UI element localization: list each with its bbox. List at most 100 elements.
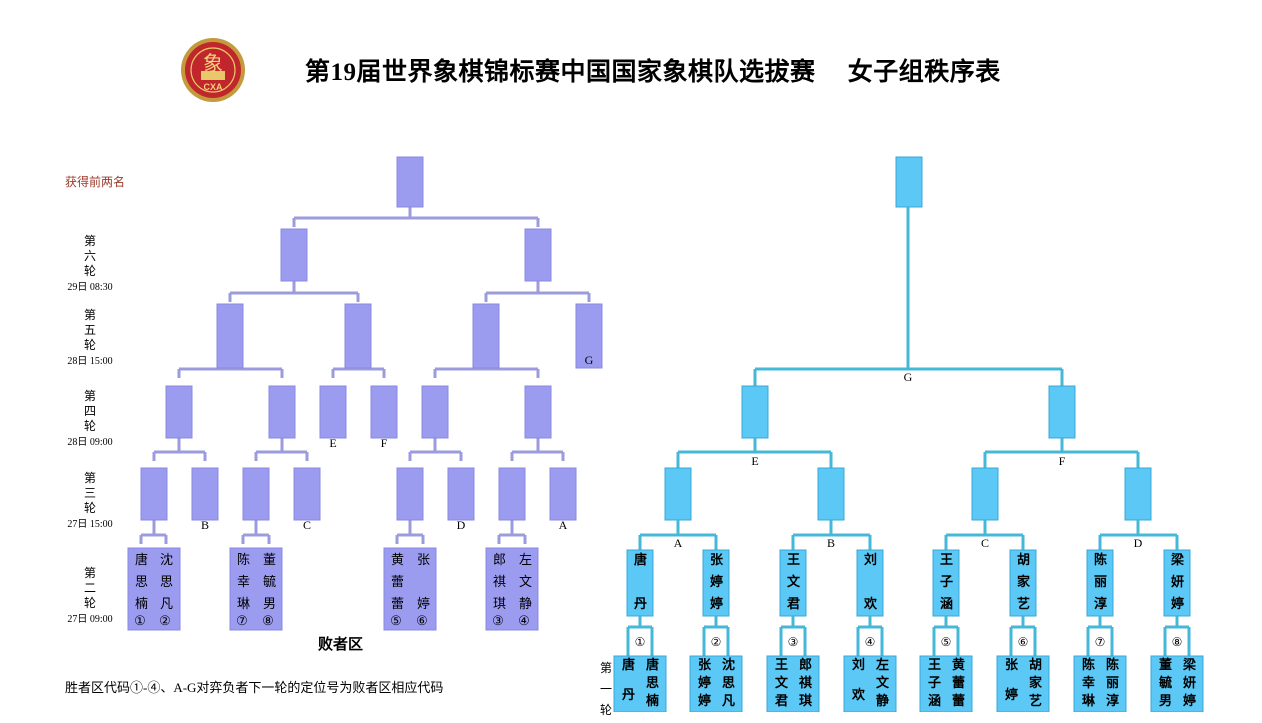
player-code: ⑥ [416, 613, 428, 628]
round-time: 27日 09:00 [67, 614, 113, 625]
entry-code-label: A [559, 518, 568, 532]
loser-bracket-caption: 败者区 [318, 637, 364, 653]
winner-r1-slot [856, 549, 884, 617]
player-code: ② [159, 613, 171, 628]
winner-r1-slot [932, 549, 960, 617]
round1-code-label: ① [635, 635, 646, 649]
round1-code-label: ⑦ [1095, 635, 1106, 649]
player-code: ⑦ [236, 613, 248, 628]
round3-slot [242, 467, 270, 521]
final-slot [895, 156, 923, 208]
player-name: 沈思凡 [160, 552, 174, 611]
winner-code-label: F [1059, 454, 1066, 468]
round3-slot [140, 467, 168, 521]
player-name: 张婷 [417, 552, 431, 611]
round1-pair [843, 655, 897, 712]
round-label: 第四轮 28日 09:00 [62, 388, 118, 451]
round1-winner-name: 王文君 [787, 552, 801, 611]
round4-slot [421, 385, 449, 439]
round5-slot [216, 303, 244, 369]
round1-code-label: ③ [788, 635, 799, 649]
round-name: 第五轮 [83, 308, 96, 352]
round-time: 29日 08:30 [67, 282, 113, 293]
round2-group [127, 547, 181, 631]
round4-slot [165, 385, 193, 439]
round-name: 第三轮 [83, 471, 96, 515]
winner-code-label: D [1134, 536, 1143, 550]
round6-slot [524, 228, 552, 282]
winner-r1-slot [1009, 549, 1037, 617]
player-code: ③ [492, 613, 504, 628]
round5-slot [575, 303, 603, 369]
round1-pair [1073, 655, 1127, 712]
round3-slot [498, 467, 526, 521]
logo-char: 象 [203, 51, 223, 75]
footnote: 胜者区代码①-④、A-G对弈负者下一轮的定位号为败者区相应代码 [65, 680, 444, 695]
winner-code-label: A [674, 536, 683, 550]
round1-code-label: ⑤ [941, 635, 952, 649]
entry-code-label: B [201, 518, 209, 532]
round3-slot [447, 467, 475, 521]
round1-code-label: ⑧ [1172, 635, 1183, 649]
winner-r2-slot [971, 467, 999, 521]
cxa-logo-icon: 象 CXA [181, 38, 245, 102]
round1-code-label: ② [711, 635, 722, 649]
round-time: 28日 09:00 [67, 437, 113, 448]
player-name: 左文静 [519, 552, 533, 611]
final-slot [396, 156, 424, 208]
round-name: 第四轮 [83, 389, 96, 433]
round1-player-name: 王文君 [775, 657, 789, 708]
winner-code-label: G [904, 370, 913, 384]
entry-code-label: G [585, 353, 594, 367]
round2-group [383, 547, 437, 631]
logo-text: CXA [203, 82, 223, 92]
player-name: 唐思楠 [135, 552, 149, 611]
round1-player-name: 刘欢 [852, 657, 866, 702]
round1-winner-name: 陈丽淳 [1094, 552, 1108, 611]
round2-group [229, 547, 283, 631]
winner-r1-slot [626, 549, 654, 617]
page-title: 第19届世界象棋锦标赛中国国家象棋队选拔赛 女子组秩序表 [305, 59, 1001, 86]
player-code: ④ [518, 613, 530, 628]
entry-code-label: F [381, 436, 388, 450]
player-code: ⑧ [262, 613, 274, 628]
winner-r2-slot [817, 467, 845, 521]
round1-pair [689, 655, 743, 712]
round1-pair [996, 655, 1050, 712]
round4-slot [268, 385, 296, 439]
round5-slot [344, 303, 372, 369]
round1-winner-name: 梁妍婷 [1171, 552, 1185, 611]
round1-winner-name: 胡家艺 [1017, 552, 1031, 611]
round4-slot [370, 385, 398, 439]
round2-group [485, 547, 539, 631]
winner-r3-slot [741, 385, 769, 439]
winner-r1-slot [702, 549, 730, 617]
round-time: 27日 15:00 [67, 519, 113, 530]
round1-player-name: 陈幸琳 [1082, 657, 1096, 708]
entry-code-label: C [303, 518, 311, 532]
round1-winner-name: 王子涵 [940, 552, 954, 611]
round1-player-name: 唐思楠 [646, 657, 660, 708]
round1-pair [919, 655, 973, 712]
round-name: 第二轮 [83, 566, 96, 610]
round3-slot [396, 467, 424, 521]
round-label: 第二轮 27日 09:00 [62, 565, 118, 628]
round1-pair [766, 655, 820, 712]
winner-r2-slot [1124, 467, 1152, 521]
player-name: 黄蕾蕾 [391, 552, 405, 611]
round-label: 第六轮 29日 08:30 [62, 233, 118, 296]
round1-code-label: ⑥ [1018, 635, 1029, 649]
round1-player-name: 左文静 [876, 657, 890, 708]
winner-code-label: C [981, 536, 989, 550]
winner-code-label: E [751, 454, 758, 468]
round1-winner-name: 张婷婷 [710, 552, 724, 611]
round1-player-name: 黄蕾蕾 [952, 657, 966, 708]
player-name: 郎祺琪 [493, 552, 507, 611]
player-code: ① [134, 613, 146, 628]
round3-slot [549, 467, 577, 521]
round-label: 第三轮 27日 15:00 [62, 470, 118, 533]
winner-r3-slot [1048, 385, 1076, 439]
round1-pair [1150, 655, 1204, 712]
round-name: 第六轮 [83, 234, 96, 278]
